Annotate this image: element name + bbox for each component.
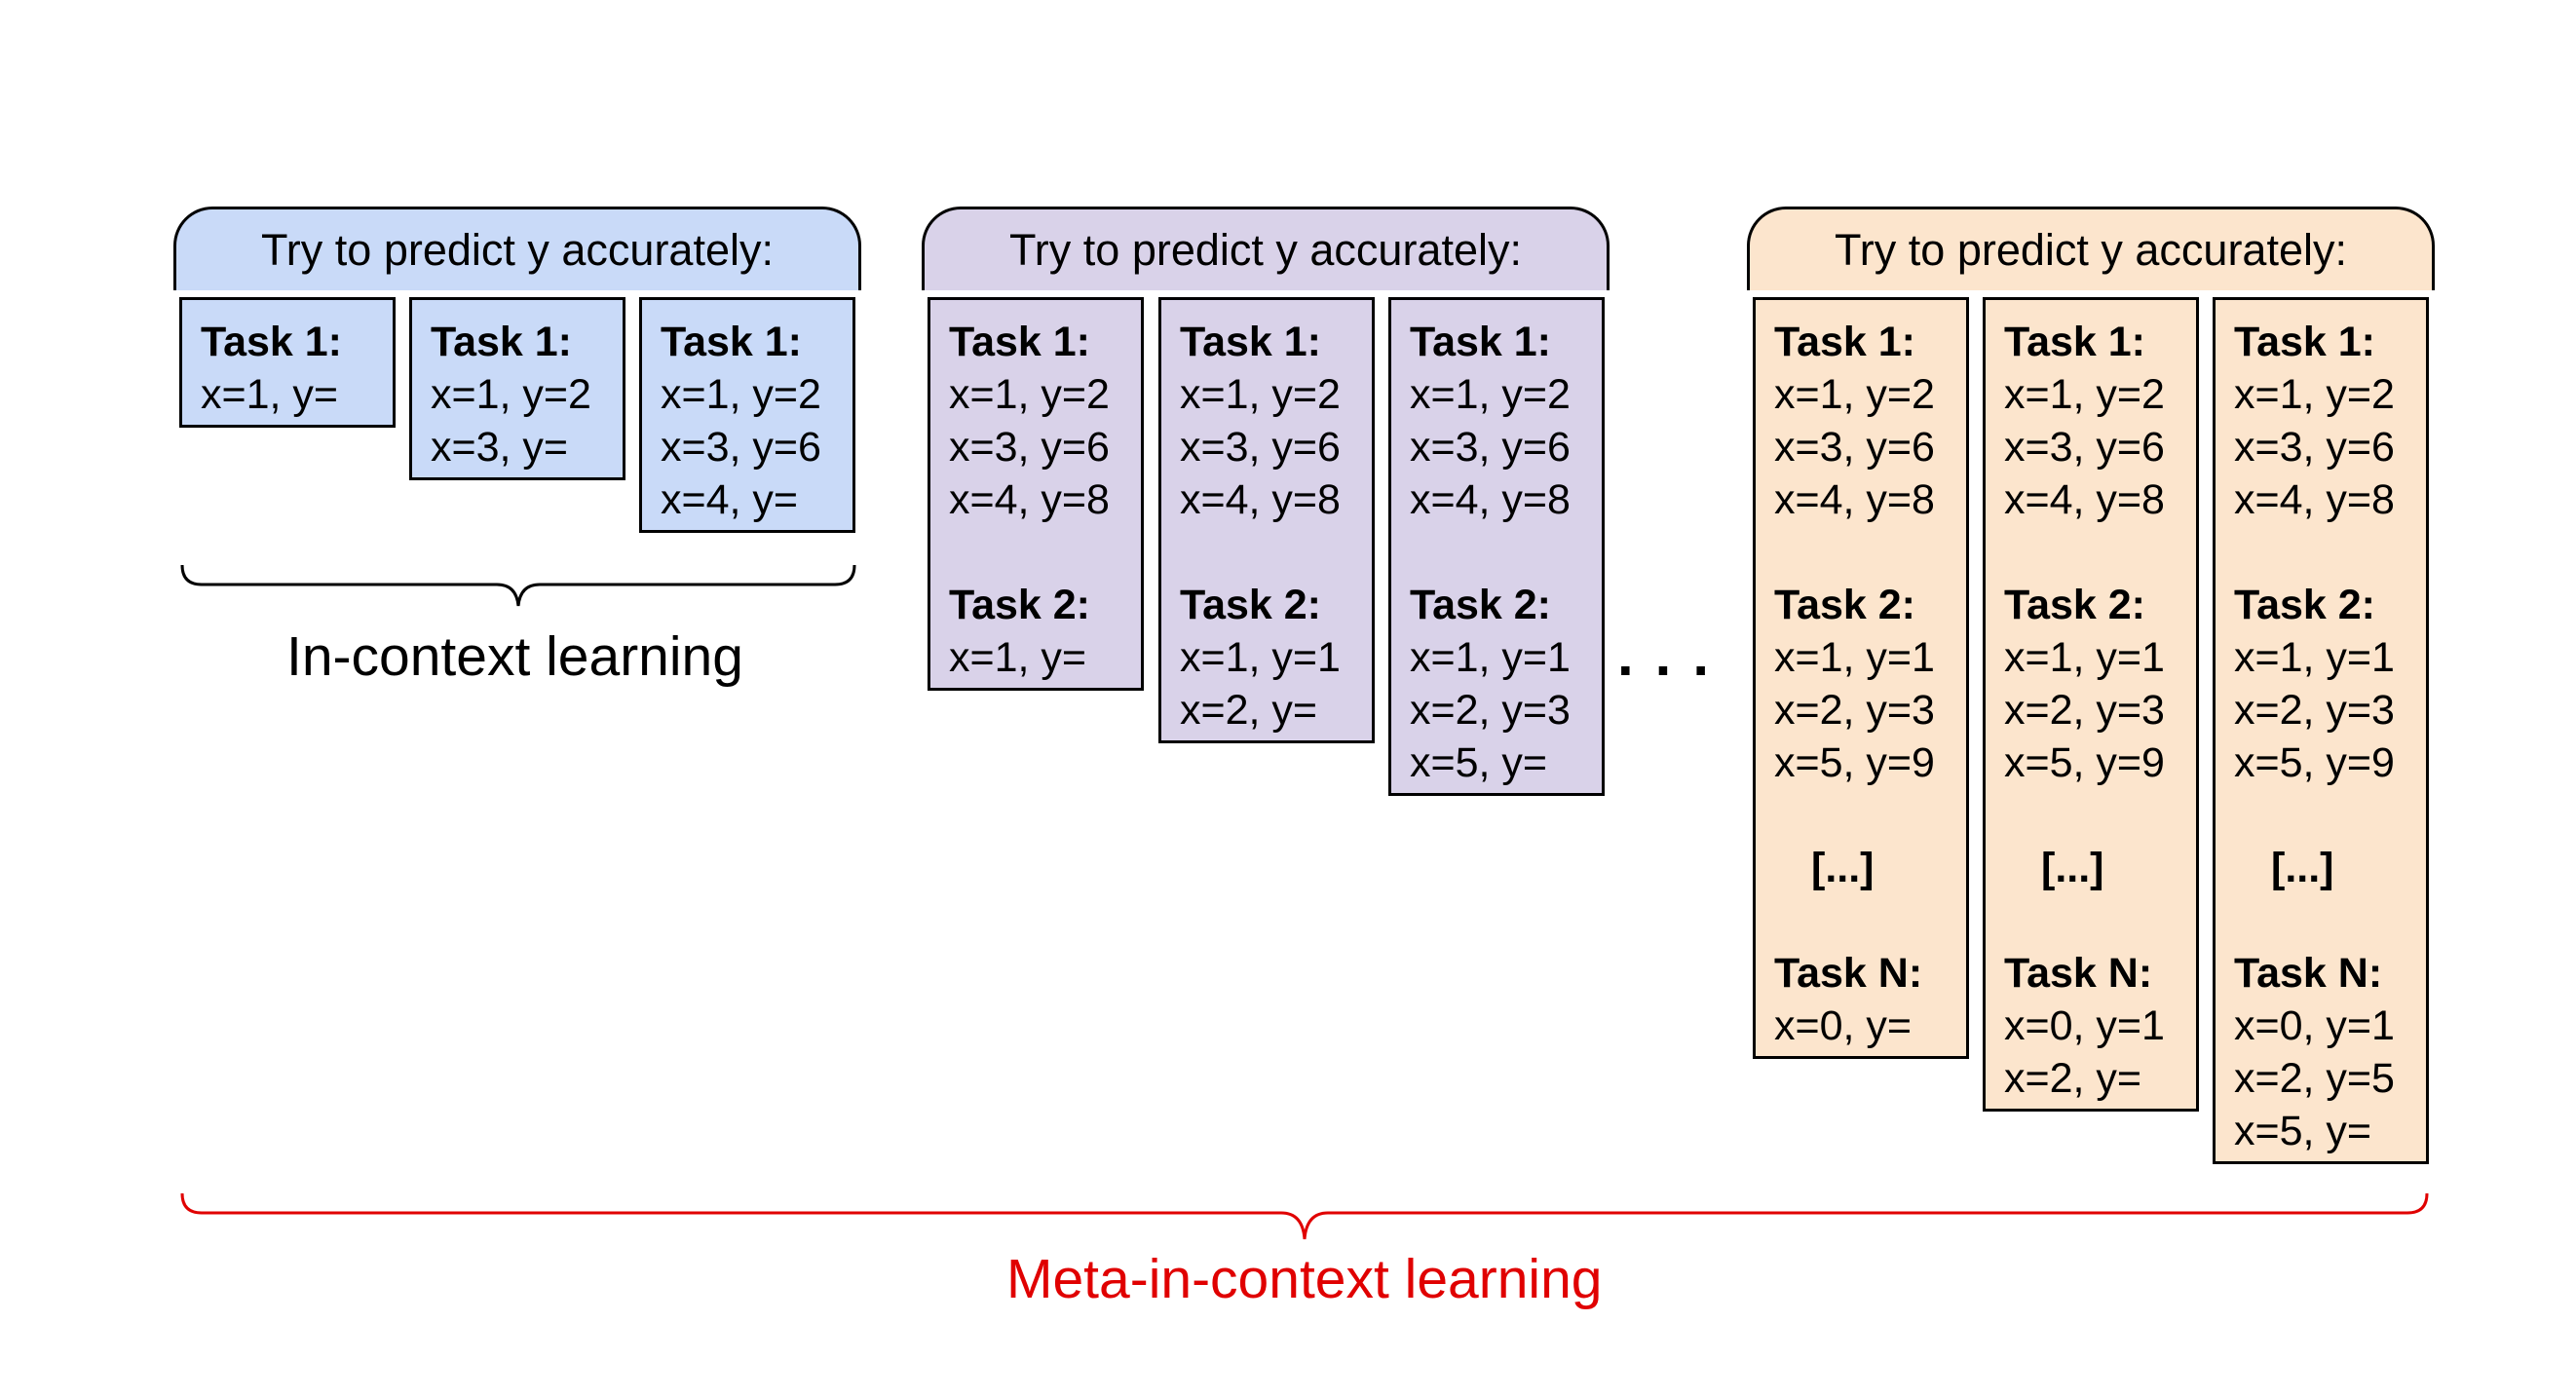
example-line: x=4, y=8 [1410, 476, 1571, 523]
task-heading: Task 1: [2234, 319, 2375, 365]
group-1-card-2: Task 1: x=1, y=2 x=3, y= [409, 297, 625, 480]
example-line: x=1, y=1 [1410, 634, 1571, 681]
task-heading: Task 2: [1180, 582, 1321, 628]
example-line: x=2, y= [2004, 1055, 2142, 1102]
example-line: x=2, y=5 [2234, 1055, 2395, 1102]
example-line: x=3, y= [431, 424, 569, 471]
example-line: x=2, y=3 [2234, 687, 2395, 734]
example-line: x=2, y=3 [1774, 687, 1935, 734]
task-heading: Task 1: [949, 319, 1090, 365]
example-line: x=3, y=6 [2234, 424, 2395, 471]
continuation-ellipsis: ... [1617, 623, 1731, 688]
group-1-header: Try to predict y accurately: [173, 207, 861, 290]
example-line: x=0, y=1 [2234, 1002, 2395, 1049]
example-line: x=1, y=2 [1180, 371, 1341, 418]
example-line: x=1, y=1 [2234, 634, 2395, 681]
example-line: x=5, y=9 [2004, 739, 2165, 786]
example-line: x=3, y=6 [949, 424, 1110, 471]
example-line: x=3, y=6 [661, 424, 821, 471]
example-line: x=4, y=8 [1774, 476, 1935, 523]
group-1-card-3: Task 1: x=1, y=2 x=3, y=6 x=4, y= [639, 297, 855, 533]
task-heading: Task 1: [201, 319, 342, 365]
task-heading: Task 1: [1180, 319, 1321, 365]
task-heading: Task 1: [2004, 319, 2145, 365]
example-line: x=2, y=3 [1410, 687, 1571, 734]
example-line: x=1, y=2 [949, 371, 1110, 418]
task-heading: Task 1: [1410, 319, 1551, 365]
example-line: x=2, y= [1180, 687, 1318, 734]
task-heading: Task 2: [1774, 582, 1915, 628]
example-line: x=5, y=9 [1774, 739, 1935, 786]
task-heading: Task 2: [2004, 582, 2145, 628]
example-line: x=1, y=2 [661, 371, 821, 418]
example-line: x=1, y=2 [2004, 371, 2165, 418]
task-heading: Task N: [1774, 950, 1923, 997]
example-line: x=1, y=2 [1410, 371, 1571, 418]
task-heading: Task 1: [431, 319, 572, 365]
example-line: x=1, y= [201, 371, 339, 418]
example-line: x=1, y=1 [1774, 634, 1935, 681]
example-line: x=1, y= [949, 634, 1087, 681]
omitted-tasks-marker: [...] [1811, 845, 1875, 891]
example-line: x=4, y=8 [1180, 476, 1341, 523]
example-line: x=3, y=6 [2004, 424, 2165, 471]
task-heading: Task 1: [1774, 319, 1915, 365]
example-line: x=0, y=1 [2004, 1002, 2165, 1049]
example-line: x=1, y=1 [1180, 634, 1341, 681]
task-heading: Task 2: [949, 582, 1090, 628]
meta-in-context-learning-label: Meta-in-context learning [1006, 1248, 1603, 1310]
group-3-header: Try to predict y accurately: [1747, 207, 2435, 290]
omitted-tasks-marker: [...] [2041, 845, 2104, 891]
example-line: x=5, y= [2234, 1108, 2372, 1154]
example-line: x=4, y=8 [949, 476, 1110, 523]
omitted-tasks-marker: [...] [2271, 845, 2334, 891]
example-line: x=2, y=3 [2004, 687, 2165, 734]
example-line: x=3, y=6 [1774, 424, 1935, 471]
in-context-learning-label: In-context learning [286, 625, 743, 688]
task-heading: Task 2: [1410, 582, 1551, 628]
example-line: x=1, y=2 [431, 371, 591, 418]
example-line: x=1, y=2 [1774, 371, 1935, 418]
group-1-card-1: Task 1: x=1, y= [179, 297, 396, 428]
group-2-header: Try to predict y accurately: [922, 207, 1610, 290]
example-line: x=5, y=9 [2234, 739, 2395, 786]
example-line: x=5, y= [1410, 739, 1548, 786]
example-line: x=4, y= [661, 476, 799, 523]
example-line: x=1, y=1 [2004, 634, 2165, 681]
task-heading: Task N: [2004, 950, 2153, 997]
example-line: x=3, y=6 [1410, 424, 1571, 471]
task-heading: Task N: [2234, 950, 2383, 997]
task-heading: Task 2: [2234, 582, 2375, 628]
example-line: x=4, y=8 [2004, 476, 2165, 523]
example-line: x=0, y= [1774, 1002, 1913, 1049]
task-heading: Task 1: [661, 319, 802, 365]
example-line: x=3, y=6 [1180, 424, 1341, 471]
example-line: x=4, y=8 [2234, 476, 2395, 523]
example-line: x=1, y=2 [2234, 371, 2395, 418]
